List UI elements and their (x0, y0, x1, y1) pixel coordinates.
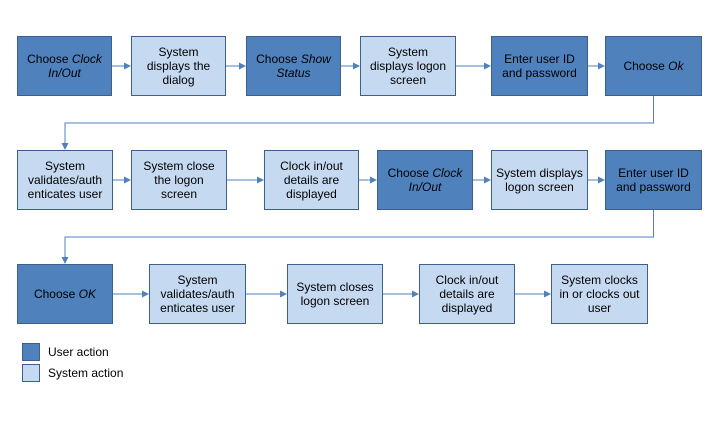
legend-system-swatch (22, 364, 40, 382)
step-label: Choose Show Status (256, 52, 331, 80)
step-label: System validates/auth enticates user (27, 159, 103, 201)
system-action-step: System validates/auth enticates user (17, 150, 113, 210)
flow-arrow (61, 96, 654, 150)
system-action-step: System clocks in or clocks out user (551, 264, 648, 324)
legend-system-action: System action (22, 364, 123, 382)
step-label: System displays the dialog (146, 45, 211, 87)
step-label: Enter user ID and password (502, 52, 577, 80)
system-action-step: System closes logon screen (287, 264, 383, 324)
step-label: System clocks in or clocks out user (559, 273, 640, 315)
legend-system-label: System action (48, 366, 124, 380)
step-label: Choose OK (33, 287, 97, 301)
step-label: Choose Clock In/Out (387, 166, 463, 194)
system-action-step: Clock in/out details are displayed (264, 150, 359, 210)
user-action-step: Choose Clock In/Out (17, 36, 112, 96)
step-label: System displays logon screen (496, 166, 583, 194)
legend-user-label: User action (48, 345, 109, 359)
step-label: Clock in/out details are displayed (435, 273, 499, 315)
step-label: Clock in/out details are displayed (280, 159, 343, 201)
step-label: Enter user ID and password (616, 166, 691, 194)
user-action-step: Enter user ID and password (491, 36, 588, 96)
system-action-step: System validates/auth enticates user (149, 264, 246, 324)
flow-arrow (61, 210, 654, 264)
step-label: Choose Clock In/Out (27, 52, 102, 80)
user-action-step: Enter user ID and password (605, 150, 702, 210)
user-action-step: Choose Show Status (246, 36, 341, 96)
system-action-step: System displays the dialog (131, 36, 226, 96)
step-label: Choose Ok (623, 59, 684, 73)
step-label: System displays logon screen (369, 45, 447, 87)
system-action-step: System close the logon screen (131, 150, 227, 210)
user-action-step: Choose OK (17, 264, 113, 324)
system-action-step: Clock in/out details are displayed (419, 264, 515, 324)
user-action-step: Choose Ok (605, 36, 702, 96)
step-label: System validates/auth enticates user (160, 273, 235, 315)
system-action-step: System displays logon screen (360, 36, 456, 96)
legend-user-swatch (22, 343, 40, 361)
step-label: System closes logon screen (296, 280, 374, 308)
legend-user-action: User action (22, 343, 109, 361)
system-action-step: System displays logon screen (491, 150, 588, 210)
step-label: System close the logon screen (143, 159, 215, 201)
user-action-step: Choose Clock In/Out (377, 150, 473, 210)
